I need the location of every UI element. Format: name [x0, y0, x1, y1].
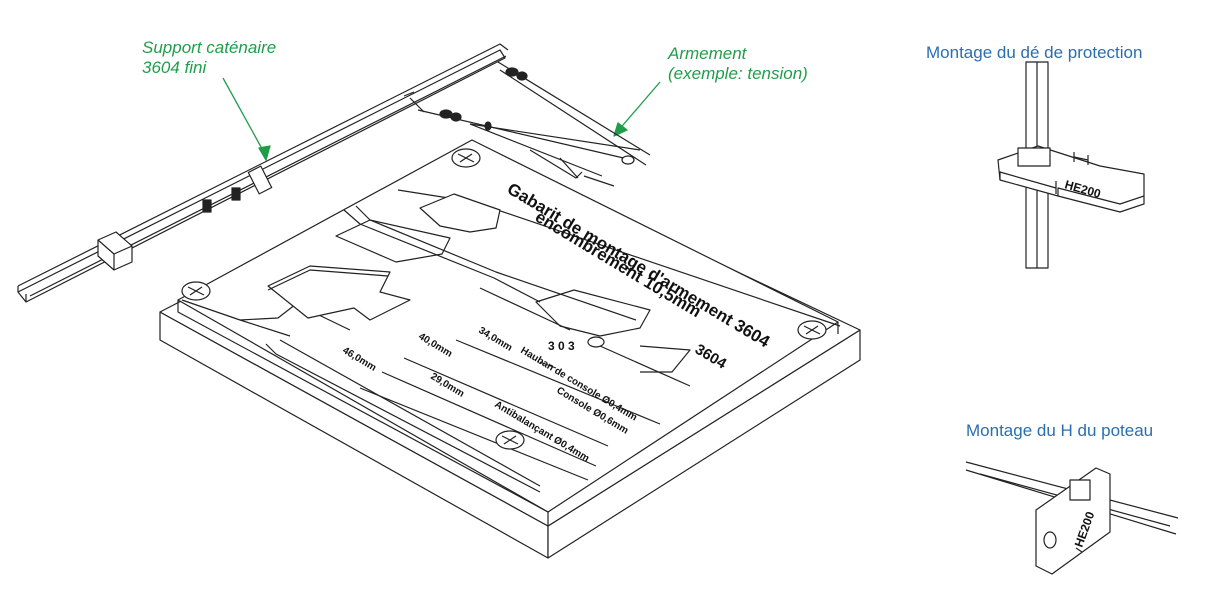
screw-icons	[181, 148, 827, 450]
de-protection-assembly	[997, 61, 1145, 269]
armement-assembly	[403, 61, 651, 187]
callout-support: Support caténaire 3604 fini	[142, 38, 276, 78]
callout-support-line2: 3604 fini	[142, 58, 207, 77]
catenary-support-rod	[17, 43, 509, 303]
callout-armement: Armement (exemple: tension)	[668, 44, 808, 84]
jig-grooves	[359, 339, 661, 481]
jig-pockets	[267, 193, 691, 387]
leader-support	[222, 77, 271, 161]
callout-armement-line1: Armement	[668, 44, 747, 63]
callout-h-poteau: Montage du H du poteau	[966, 421, 1154, 440]
callout-de-protection: Montage du dé de protection	[926, 43, 1143, 62]
callout-armement-line2: (exemple: tension)	[668, 64, 808, 83]
h-poteau-assembly	[965, 461, 1179, 575]
callout-support-line1: Support caténaire	[142, 38, 277, 57]
plate-scale-digits: 3 0 3	[548, 339, 575, 353]
leader-armement	[613, 81, 661, 137]
